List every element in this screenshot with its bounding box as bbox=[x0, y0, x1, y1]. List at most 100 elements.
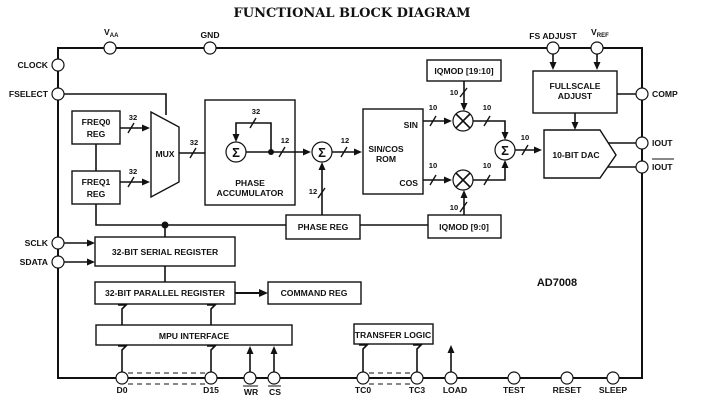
svg-text:REG: REG bbox=[87, 129, 106, 139]
pin-load: LOAD bbox=[443, 371, 467, 395]
svg-text:Σ: Σ bbox=[232, 145, 240, 160]
svg-text:FREQ1: FREQ1 bbox=[82, 177, 111, 187]
svg-text:32: 32 bbox=[129, 113, 137, 122]
pin-gnd-label: GND bbox=[200, 30, 219, 40]
svg-text:10: 10 bbox=[450, 88, 458, 97]
svg-text:ROM: ROM bbox=[376, 154, 396, 164]
pin-test-label: TEST bbox=[503, 385, 526, 395]
svg-text:COMMAND REG: COMMAND REG bbox=[281, 288, 348, 298]
pin-sclk-label: SCLK bbox=[25, 238, 49, 248]
svg-text:10: 10 bbox=[450, 203, 458, 212]
pin-fs-adjust-label: FS ADJUST bbox=[529, 31, 577, 41]
pin-reset: RESET bbox=[553, 371, 582, 395]
pin-d15: D15 bbox=[203, 371, 219, 395]
diagram-title: FUNCTIONAL BLOCK DIAGRAM bbox=[234, 6, 471, 21]
pin-iout-bar-label: IOUT bbox=[652, 162, 673, 172]
mpu-interface-block: MPU INTERFACE bbox=[95, 324, 293, 346]
svg-text:ADJUST: ADJUST bbox=[558, 91, 593, 101]
pin-sdata-label: SDATA bbox=[20, 257, 48, 267]
pin-vaa: VAA bbox=[103, 27, 119, 55]
pin-vref: VREF bbox=[590, 27, 609, 55]
parallel-register-block: 32-BIT PARALLEL REGISTER bbox=[94, 281, 236, 305]
freq1-reg-block: FREQ1 REG bbox=[71, 170, 121, 205]
svg-text:32: 32 bbox=[190, 138, 198, 147]
serial-register-block: 32-BIT SERIAL REGISTER bbox=[94, 236, 236, 267]
pin-cs: CS bbox=[267, 371, 281, 397]
svg-text:MPU INTERFACE: MPU INTERFACE bbox=[159, 331, 229, 341]
pin-tc3: TC3 bbox=[409, 371, 425, 395]
pin-vref-label: VREF bbox=[591, 27, 609, 39]
pin-d0: D0 bbox=[115, 371, 129, 395]
svg-text:10-BIT DAC: 10-BIT DAC bbox=[552, 150, 599, 160]
pin-wr: WR bbox=[243, 371, 259, 397]
multiplier-top bbox=[452, 110, 474, 132]
pin-clock-label: CLOCK bbox=[17, 60, 48, 70]
multiplier-bottom bbox=[452, 169, 474, 191]
svg-text:10: 10 bbox=[521, 133, 529, 142]
transfer-logic-block: TRANSFER LOGIC bbox=[353, 323, 434, 345]
svg-text:12: 12 bbox=[341, 136, 349, 145]
freq0-reg-block: FREQ0 REG bbox=[71, 110, 121, 145]
iqmod-lo-block: IQMOD [9:0] bbox=[427, 214, 502, 239]
svg-text:TRANSFER LOGIC: TRANSFER LOGIC bbox=[355, 330, 431, 340]
pin-cs-label: CS bbox=[269, 387, 281, 397]
svg-text:COS: COS bbox=[399, 178, 418, 188]
svg-text:32: 32 bbox=[129, 167, 137, 176]
pin-iout-label: IOUT bbox=[652, 138, 673, 148]
svg-text:PHASE REG: PHASE REG bbox=[298, 222, 349, 232]
pin-iout-bar: IOUT bbox=[635, 158, 674, 174]
pin-sleep-label: SLEEP bbox=[599, 385, 627, 395]
pin-tc0: TC0 bbox=[355, 371, 371, 395]
svg-text:12: 12 bbox=[281, 136, 289, 145]
svg-text:32: 32 bbox=[252, 107, 260, 116]
svg-text:PHASE: PHASE bbox=[235, 178, 265, 188]
pin-clock: CLOCK bbox=[17, 58, 65, 72]
svg-text:32-BIT SERIAL REGISTER: 32-BIT SERIAL REGISTER bbox=[112, 247, 219, 257]
pin-tc3-label: TC3 bbox=[409, 385, 425, 395]
svg-text:10: 10 bbox=[429, 103, 437, 112]
mux-block: MUX bbox=[150, 110, 180, 199]
pin-sclk: SCLK bbox=[25, 236, 65, 250]
svg-text:SIN: SIN bbox=[404, 120, 418, 130]
pin-wr-label: WR bbox=[244, 387, 259, 397]
svg-text:12: 12 bbox=[309, 187, 317, 196]
svg-text:10: 10 bbox=[429, 161, 437, 170]
pin-comp: COMP bbox=[635, 87, 678, 101]
pin-sdata: SDATA bbox=[20, 255, 65, 269]
svg-text:IQMOD [9:0]: IQMOD [9:0] bbox=[439, 222, 489, 232]
phase-reg-block: PHASE REG bbox=[285, 214, 361, 240]
pin-vaa-label: VAA bbox=[104, 27, 119, 39]
pin-reset-label: RESET bbox=[553, 385, 582, 395]
svg-text:10: 10 bbox=[483, 103, 491, 112]
pin-test: TEST bbox=[503, 371, 526, 395]
fullscale-adjust-block: FULLSCALE ADJUST bbox=[532, 70, 618, 114]
fselect-wire bbox=[64, 93, 167, 115]
svg-text:FREQ0: FREQ0 bbox=[82, 117, 111, 127]
svg-text:32-BIT PARALLEL REGISTER: 32-BIT PARALLEL REGISTER bbox=[105, 288, 226, 298]
svg-text:MUX: MUX bbox=[155, 149, 174, 159]
pin-d15-label: D15 bbox=[203, 385, 219, 395]
iq-sum-node: Σ bbox=[494, 139, 516, 161]
svg-text:FULLSCALE: FULLSCALE bbox=[549, 81, 600, 91]
svg-text:SIN/COS: SIN/COS bbox=[368, 144, 404, 154]
pin-d0-label: D0 bbox=[117, 385, 128, 395]
svg-text:IQMOD [19:10]: IQMOD [19:10] bbox=[434, 66, 493, 76]
svg-text:10: 10 bbox=[483, 161, 491, 170]
svg-text:ACCUMULATOR: ACCUMULATOR bbox=[217, 188, 285, 198]
pin-fselect: FSELECT bbox=[9, 87, 65, 101]
pin-iout: IOUT bbox=[635, 136, 673, 150]
pin-fselect-label: FSELECT bbox=[9, 89, 49, 99]
svg-text:REG: REG bbox=[87, 189, 106, 199]
iqmod-hi-block: IQMOD [19:10] bbox=[426, 59, 502, 82]
pin-load-label: LOAD bbox=[443, 385, 467, 395]
command-reg-block: COMMAND REG bbox=[267, 281, 362, 305]
pin-gnd: GND bbox=[200, 30, 220, 55]
pin-tc0-label: TC0 bbox=[355, 385, 371, 395]
sin-cos-rom-block: SIN/COS ROM SIN COS bbox=[362, 108, 424, 195]
svg-text:Σ: Σ bbox=[318, 145, 326, 160]
pin-fs-adjust: FS ADJUST bbox=[529, 31, 577, 55]
pin-comp-label: COMP bbox=[652, 89, 678, 99]
chip-name: AD7008 bbox=[537, 277, 577, 289]
pin-sleep: SLEEP bbox=[599, 371, 627, 395]
